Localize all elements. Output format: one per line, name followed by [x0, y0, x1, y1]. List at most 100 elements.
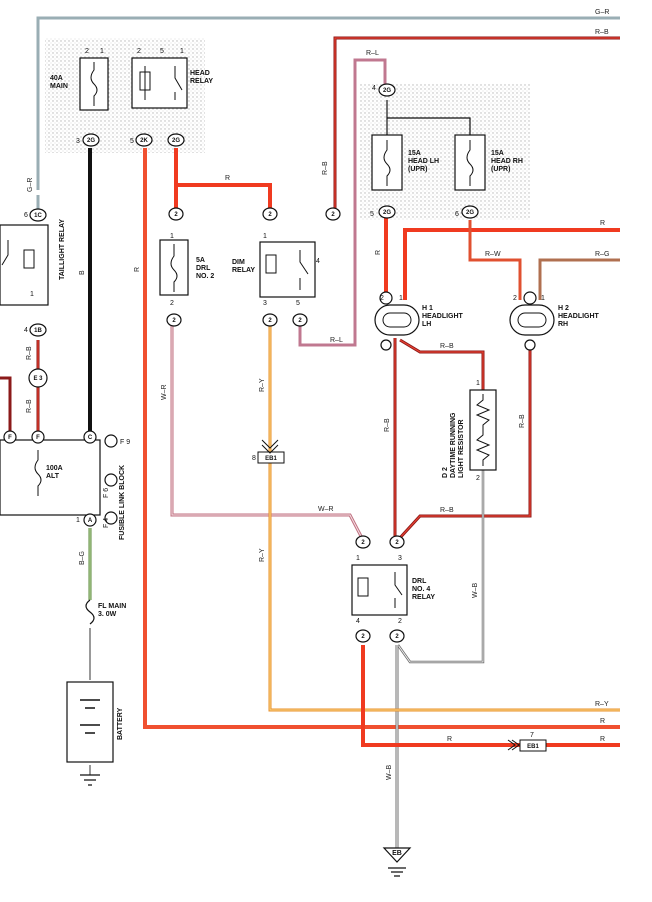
wire-r-g [538, 258, 620, 300]
conn-1b: 1B [34, 328, 42, 334]
svg-text:2: 2 [268, 212, 272, 218]
conn-e3: E 3 [33, 376, 43, 382]
wire-r-w [468, 220, 522, 300]
wire-label-r-y-b: R–Y [259, 548, 266, 562]
wire-label-r-l-top: R–L [366, 50, 379, 57]
wire-label-r-b-left2: R–B [26, 399, 33, 413]
wire-label-b-main: B [79, 270, 86, 275]
wire-label-r-y-a: R–Y [259, 378, 266, 392]
taillight-relay [0, 224, 49, 306]
wire-w-r [170, 323, 365, 541]
conn-c: C [88, 435, 93, 441]
svg-text:2: 2 [395, 540, 399, 546]
svg-text:4: 4 [372, 85, 376, 92]
wire-label-r-b-right: R–B [519, 414, 526, 428]
wire-label-w-r-b: W–R [318, 506, 334, 513]
label-battery: BATTERY [117, 707, 124, 740]
svg-text:2: 2 [298, 318, 302, 324]
pin-numbers: 2 2 2 2 2 2 2 2 2 2 2 1 3 5 2 5 1 4 5 6 … [24, 48, 545, 739]
svg-text:2: 2 [85, 48, 89, 55]
conn-2g-fuse-top: 2G [383, 88, 391, 94]
fl-main-fuse [85, 599, 95, 625]
headlight-rh [509, 304, 555, 336]
svg-text:2: 2 [361, 540, 365, 546]
label-f6: F 6 [103, 488, 110, 498]
wire-label-r-b-mid: R–B [322, 161, 329, 175]
svg-text:1: 1 [30, 291, 34, 298]
svg-text:4: 4 [356, 618, 360, 625]
wire-label-g-r-left: G–R [27, 178, 34, 192]
svg-text:1: 1 [399, 295, 403, 302]
conn-f-2: F [36, 435, 40, 441]
wire-label-b-g: B–G [79, 551, 86, 565]
conn-2g-head: 2G [172, 138, 180, 144]
svg-text:4: 4 [316, 258, 320, 265]
wire-label-r-dim: R [225, 175, 230, 182]
wire-r-headrelay-dim [174, 148, 272, 212]
ground-eb [382, 847, 412, 877]
svg-text:3: 3 [76, 138, 80, 145]
svg-text:6: 6 [24, 212, 28, 219]
svg-text:2: 2 [476, 475, 480, 482]
ground-battery [80, 774, 100, 786]
wire-r-left [143, 148, 620, 729]
svg-text:1: 1 [356, 555, 360, 562]
wire-label-r-y-right: R–Y [595, 701, 609, 708]
svg-text:5: 5 [296, 300, 300, 307]
wire-label-w-r-a: W–R [161, 384, 168, 400]
svg-text:7: 7 [530, 732, 534, 739]
wire-label-w-b-b: W–B [386, 765, 393, 781]
svg-text:1: 1 [476, 380, 480, 387]
conn-f-1: F [8, 435, 12, 441]
drl-resistor [469, 389, 497, 471]
fuse-bus [386, 100, 471, 135]
svg-text:5: 5 [370, 211, 374, 218]
wire-label-r-g: R–G [595, 251, 609, 258]
head-rh-fuse [454, 134, 486, 191]
wire-r-right1 [403, 228, 620, 300]
svg-text:3: 3 [398, 555, 402, 562]
label-taillight-relay: TAILLIGHT RELAY [59, 219, 66, 280]
svg-text:2: 2 [137, 48, 141, 55]
wire-label-r-bottom2: R [447, 736, 452, 743]
wire-label-r-b-left1: R–B [26, 346, 33, 360]
wire-label-r-vert: R [375, 250, 382, 255]
svg-text:2: 2 [380, 295, 384, 302]
connector-circles [3, 83, 537, 643]
main-fuse [79, 57, 109, 111]
svg-text:2: 2 [331, 212, 335, 218]
svg-text:6: 6 [455, 211, 459, 218]
wire-label-r-w: R–W [485, 251, 501, 258]
headlight-lh [374, 304, 420, 336]
conn-a: A [88, 518, 93, 524]
drl-relay [351, 564, 408, 616]
wire-label-r-b-h1b: R–B [384, 418, 391, 432]
head-relay [131, 57, 188, 109]
svg-text:2: 2 [268, 318, 272, 324]
conn-2g-rh: 2G [466, 210, 474, 216]
label-fusible-link-block: FUSIBLE LINK BLOCK [119, 465, 126, 540]
svg-text:1: 1 [100, 48, 104, 55]
wire-label-r-b-top: R–B [595, 29, 609, 36]
wire-r-l [298, 58, 387, 347]
head-lh-fuse [371, 134, 403, 191]
wire-label-r-bottom3: R [600, 736, 605, 743]
svg-text:1: 1 [541, 295, 545, 302]
label-f9: F 9 [120, 439, 130, 446]
svg-text:2: 2 [398, 618, 402, 625]
svg-text:1: 1 [76, 517, 80, 524]
wire-label-w-b-a: W–B [472, 583, 479, 599]
label-f4: F 4 [103, 518, 110, 528]
dim-relay [259, 241, 316, 298]
conn-eb1-b: EB1 [527, 744, 539, 750]
